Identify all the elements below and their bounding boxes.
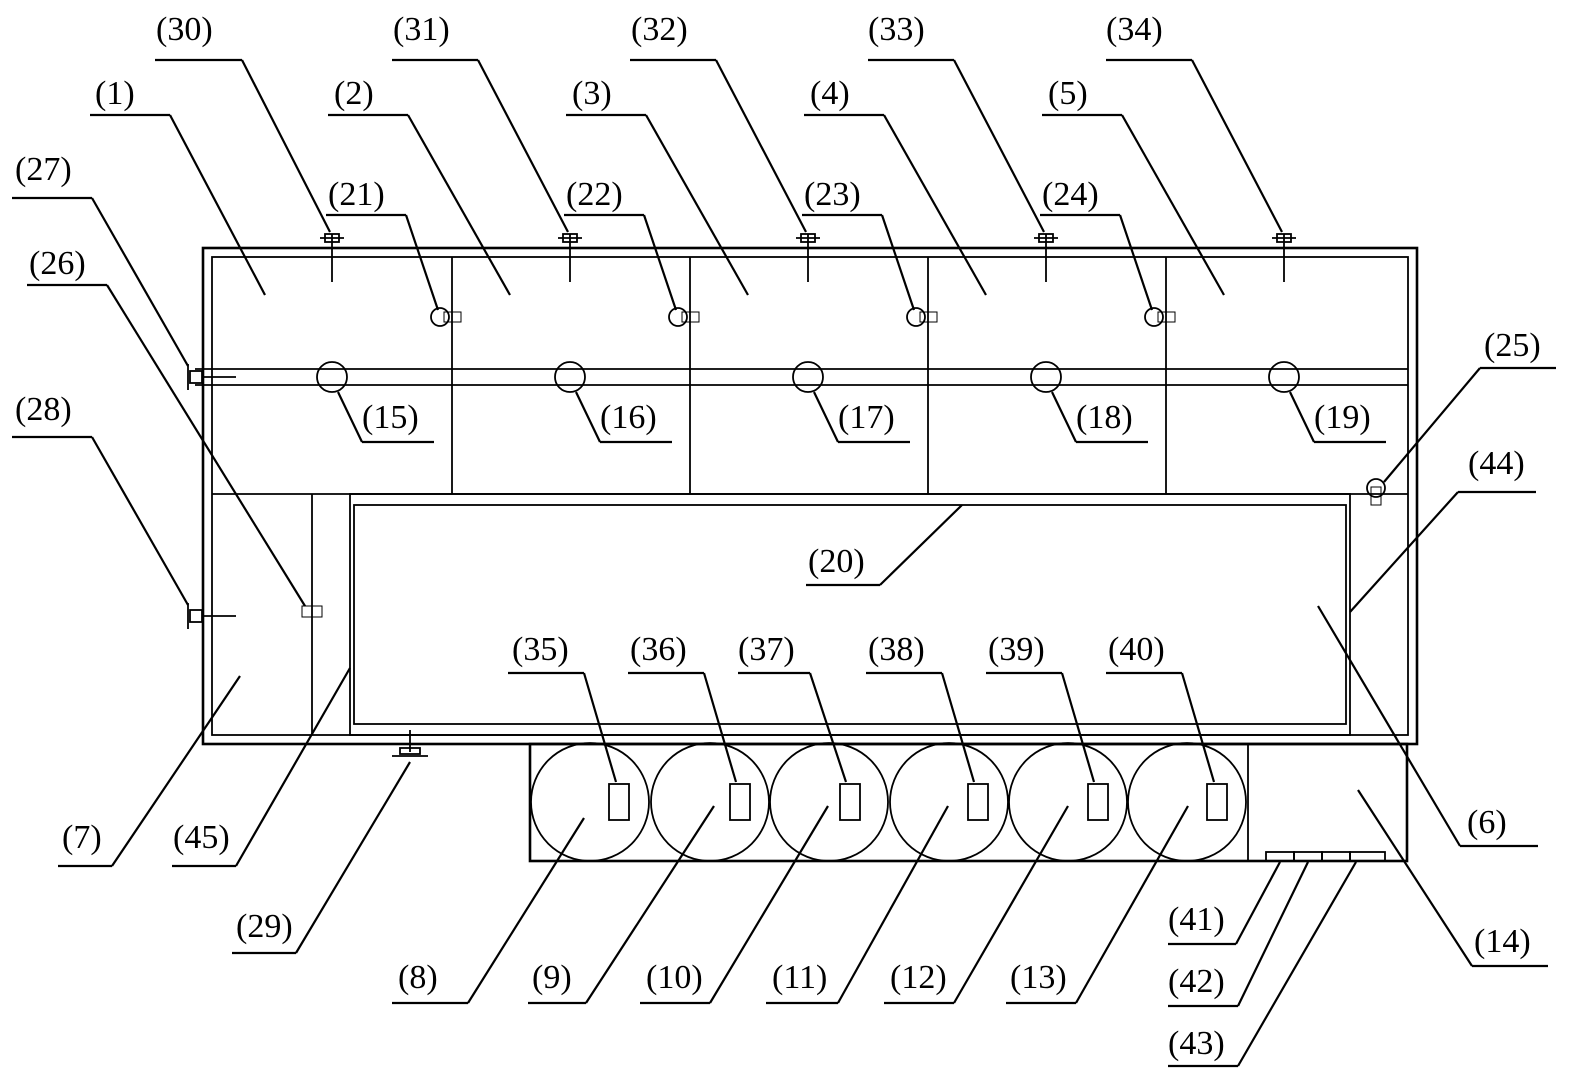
valve-32 [796,233,820,282]
label-3: (3) [572,75,612,112]
label-5: (5) [1048,75,1088,112]
label-14: (14) [1474,923,1531,960]
label-28: (28) [15,391,72,428]
lower-drum-housing [528,742,1409,863]
label-22: (22) [566,176,623,213]
label-36: (36) [630,631,687,668]
label-45: (45) [173,819,230,856]
label-12: (12) [890,959,947,996]
label-41: (41) [1168,901,1225,938]
tank-outer-wall [201,246,1419,746]
label-44: (44) [1468,445,1525,482]
label-18: (18) [1076,399,1133,436]
roller-12 [1008,742,1128,862]
label-31: (31) [393,11,450,48]
label-27: (27) [15,151,72,188]
sensor-35 [608,783,630,821]
label-8: (8) [398,959,438,996]
button-42 [1293,851,1323,862]
label-40: (40) [1108,631,1165,668]
inner-basin-outer [349,493,1351,736]
label-42: (42) [1168,963,1225,1000]
label-2: (2) [334,75,374,112]
tank-inner-wall [211,256,1409,736]
label-43: (43) [1168,1025,1225,1062]
sensor-38 [967,783,989,821]
valve-31 [558,233,582,282]
pipe-node-16 [554,361,586,393]
label-32: (32) [631,11,688,48]
label-37: (37) [738,631,795,668]
label-23: (23) [804,176,861,213]
label-10: (10) [646,959,703,996]
button-41 [1265,851,1295,862]
roller-8 [530,742,650,862]
sensor-21 [430,307,462,327]
sensor-25 [1366,478,1386,506]
sensor-22 [668,307,700,327]
label-7: (7) [62,819,102,856]
label-11: (11) [772,959,827,996]
sensor-36 [729,783,751,821]
valve-28 [187,603,236,629]
inner-basin-inner [353,504,1347,725]
label-19: (19) [1314,399,1371,436]
label-29: (29) [236,908,293,945]
sensor-26 [301,605,323,618]
sensor-24 [1144,307,1176,327]
label-16: (16) [600,399,657,436]
leader-lines [12,58,1556,1068]
label-38: (38) [868,631,925,668]
sensor-40 [1206,783,1228,821]
label-4: (4) [810,75,850,112]
label-24: (24) [1042,176,1099,213]
valve-33 [1034,233,1058,282]
label-33: (33) [868,11,925,48]
label-6: (6) [1467,804,1507,841]
valve-29 [392,730,428,757]
label-13: (13) [1010,959,1067,996]
pipe-node-15 [316,361,348,393]
label-39: (39) [988,631,1045,668]
label-25: (25) [1484,327,1541,364]
pipe-node-19 [1268,361,1300,393]
valve-27 [187,364,236,390]
label-35: (35) [512,631,569,668]
sensor-39 [1087,783,1109,821]
roller-11 [889,742,1009,862]
label-17: (17) [838,399,895,436]
label-1: (1) [95,75,135,112]
label-20: (20) [808,543,865,580]
valve-30 [320,233,344,282]
pipe-node-17 [792,361,824,393]
label-21: (21) [328,176,385,213]
roller-13 [1127,742,1247,862]
sensor-23 [906,307,938,327]
roller-10 [769,742,889,862]
label-34: (34) [1106,11,1163,48]
sensor-37 [839,783,861,821]
button-43b [1349,851,1386,862]
label-9: (9) [532,959,572,996]
button-43 [1321,851,1351,862]
roller-9 [650,742,770,862]
valve-34 [1272,233,1296,282]
pipe-node-18 [1030,361,1062,393]
label-15: (15) [362,399,419,436]
label-30: (30) [156,11,213,48]
label-26: (26) [29,245,86,282]
